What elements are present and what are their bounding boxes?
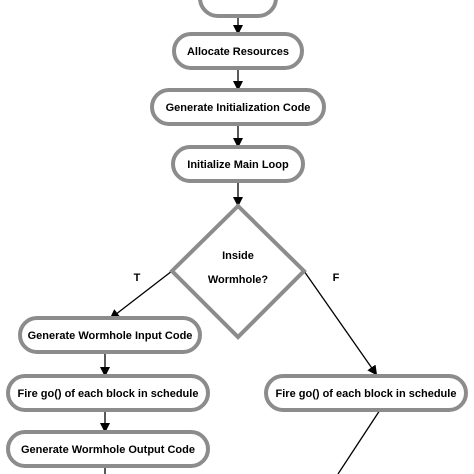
node-fire-go-right: Fire go() of each block in schedule bbox=[264, 374, 468, 412]
node-fire-go-right-label: Fire go() of each block in schedule bbox=[276, 388, 457, 400]
false-branch-label: F bbox=[333, 272, 340, 284]
edges bbox=[100, 16, 381, 474]
decision-label-line1: Inside bbox=[222, 250, 254, 262]
node-generate-wormhole-input-code-label: Generate Wormhole Input Code bbox=[28, 330, 193, 342]
edge-fire-right-down bbox=[337, 409, 381, 474]
node-fire-go-left-label: Fire go() of each block in schedule bbox=[18, 388, 199, 400]
node-generate-wormhole-output-code: Generate Wormhole Output Code bbox=[6, 430, 210, 468]
node-decision-inside-wormhole: Inside Wormhole? bbox=[169, 203, 307, 340]
node-fire-go-left: Fire go() of each block in schedule bbox=[6, 374, 210, 412]
node-allocate-resources: Allocate Resources bbox=[172, 32, 304, 70]
edge-decision-true bbox=[109, 270, 173, 320]
node-top bbox=[198, 0, 278, 18]
node-generate-initialization-code: Generate Initialization Code bbox=[150, 88, 326, 126]
node-initialize-main-loop: Initialize Main Loop bbox=[171, 145, 305, 183]
node-generate-initialization-code-label: Generate Initialization Code bbox=[166, 102, 311, 114]
node-initialize-main-loop-label: Initialize Main Loop bbox=[187, 159, 289, 171]
node-generate-wormhole-output-code-label: Generate Wormhole Output Code bbox=[21, 444, 195, 456]
edge-decision-false bbox=[303, 270, 378, 376]
node-generate-wormhole-input-code: Generate Wormhole Input Code bbox=[18, 316, 202, 354]
node-allocate-resources-label: Allocate Resources bbox=[187, 46, 289, 58]
true-branch-label: T bbox=[134, 272, 141, 284]
decision-label-line2: Wormhole? bbox=[208, 274, 269, 286]
